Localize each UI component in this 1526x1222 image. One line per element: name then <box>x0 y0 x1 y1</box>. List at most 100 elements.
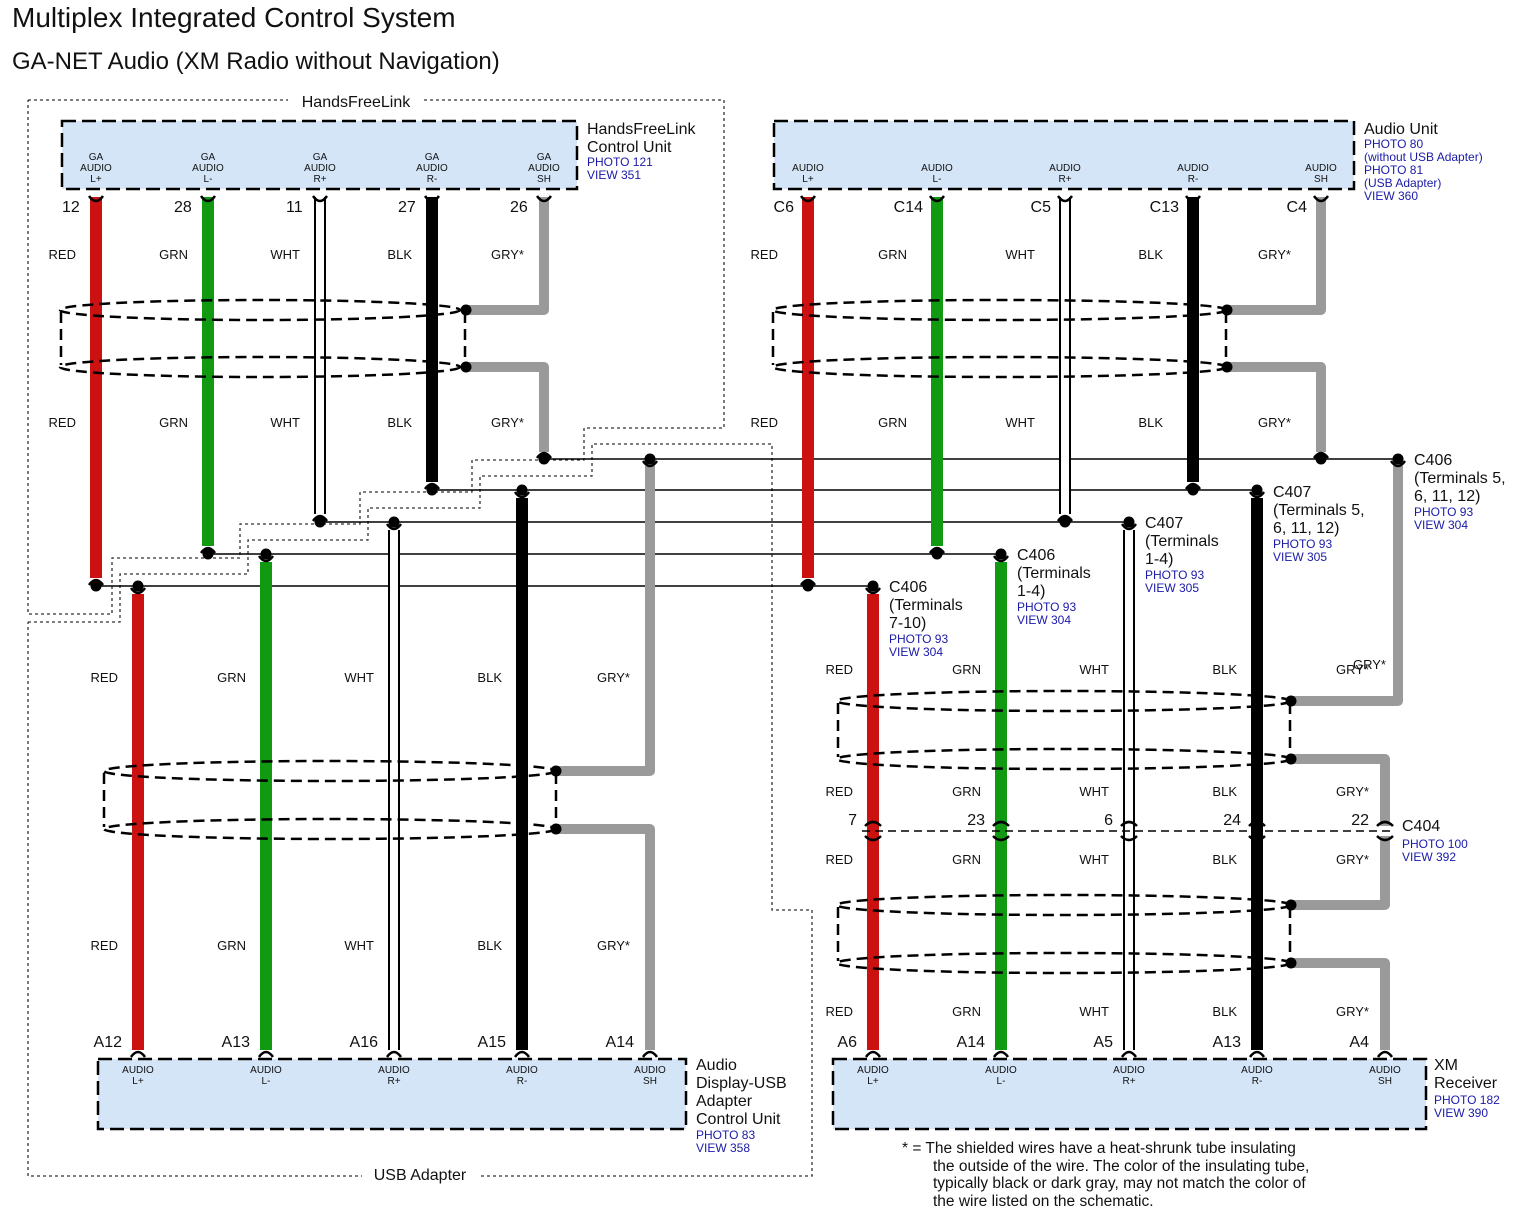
connector-name: (Terminals 5, <box>1273 502 1365 519</box>
wire-color-label: WHT <box>1079 1004 1109 1019</box>
component-name: Control Unit <box>696 1111 781 1128</box>
connector-terminal <box>1184 195 1202 203</box>
connector-terminal <box>1056 195 1074 203</box>
connector-terminal <box>311 195 329 203</box>
wire-color-label: GRY* <box>1258 247 1291 262</box>
wire-color-label: GRY* <box>1336 784 1369 799</box>
splice-point <box>1059 516 1071 528</box>
terminal-label: L- <box>933 174 942 185</box>
connector-reference: PHOTO 93 <box>1017 600 1076 614</box>
wire-gray-shield <box>1227 197 1326 315</box>
pin-number: 26 <box>510 199 528 216</box>
splice-point <box>1285 695 1297 707</box>
component-name: Adapter <box>696 1093 753 1110</box>
wire-color-label: GRN <box>878 415 907 430</box>
terminal-label: AUDIO <box>1049 163 1081 174</box>
connector-reference: VIEW 392 <box>1402 850 1456 864</box>
terminal-label: AUDIO <box>122 1065 154 1076</box>
label-gap <box>362 1166 478 1182</box>
terminal-label: AUDIO <box>1241 1065 1273 1076</box>
pin-number: A14 <box>606 1034 635 1051</box>
pin-number: 6 <box>1104 812 1113 829</box>
label-gap <box>288 93 424 107</box>
connector-terminal <box>535 195 553 203</box>
component-reference: VIEW 360 <box>1364 189 1418 203</box>
component-reference: PHOTO 83 <box>696 1128 755 1142</box>
connector-reference: PHOTO 93 <box>889 632 948 646</box>
component-reference: VIEW 358 <box>696 1141 750 1155</box>
connector-name: (Terminals <box>1017 565 1091 582</box>
splice-point <box>202 548 214 560</box>
connector-reference: PHOTO 93 <box>1273 537 1332 551</box>
connector-terminal <box>87 578 105 586</box>
connector-terminal <box>311 514 329 522</box>
group-label-handsfreelink: HandsFreeLink <box>302 94 412 111</box>
connector-name: C407 <box>1145 515 1183 532</box>
connector-terminal <box>641 1050 659 1058</box>
wire-color-label: BLK <box>477 938 502 953</box>
terminal-label: R+ <box>313 174 326 185</box>
handsfreelink-group-outline <box>27 99 725 615</box>
wire-gray-shield <box>1291 958 1390 1050</box>
wire-color-label: GRN <box>159 247 188 262</box>
pin-number: A14 <box>957 1034 986 1051</box>
pin-number: 23 <box>967 812 985 829</box>
wire-gray-shield <box>556 466 655 776</box>
splice-point <box>931 548 943 560</box>
splice-point <box>538 453 550 465</box>
connector-terminal <box>864 1050 882 1058</box>
connector-terminal <box>1120 820 1138 827</box>
wire-color-label: RED <box>826 852 853 867</box>
splice-point <box>802 580 814 592</box>
wire-color-label: WHT <box>1079 662 1109 677</box>
component-reference: PHOTO 80 <box>1364 137 1423 151</box>
connector-terminal <box>513 1050 531 1058</box>
splice-point <box>90 580 102 592</box>
splice-point <box>460 304 472 316</box>
wire-color-label: GRY* <box>491 415 524 430</box>
wire-color-label: BLK <box>387 415 412 430</box>
pin-number: 7 <box>848 812 857 829</box>
pin-number: 24 <box>1223 812 1241 829</box>
terminal-label: GA <box>313 152 328 163</box>
wire-color-label: RED <box>751 415 778 430</box>
connector-terminal <box>257 555 275 563</box>
wire-color-label: WHT <box>1005 247 1035 262</box>
splice-point <box>1251 484 1263 496</box>
connector-terminal <box>1184 482 1202 490</box>
connector-terminal <box>1248 835 1266 842</box>
connector-terminal <box>1376 1050 1394 1058</box>
connector-terminal <box>385 523 403 531</box>
wire-color-label: BLK <box>387 247 412 262</box>
terminal-label: L- <box>262 1076 271 1087</box>
handsfreelink-control-unit-box <box>60 119 579 191</box>
splice-point <box>1187 484 1199 496</box>
page-title: Multiplex Integrated Control System <box>12 2 456 33</box>
connector-name: 1-4) <box>1017 583 1045 600</box>
connector-name: 6, 11, 12) <box>1273 520 1339 537</box>
pin-number: A13 <box>1213 1034 1242 1051</box>
wire-color-label: GRN <box>952 662 981 677</box>
splice-point <box>1221 304 1233 316</box>
splice-point <box>314 516 326 528</box>
connector-terminal <box>1248 820 1266 827</box>
connector-terminal <box>129 1050 147 1058</box>
wire-color-label: RED <box>826 784 853 799</box>
connector-terminal <box>1120 1050 1138 1058</box>
component-name: HandsFreeLink <box>587 121 697 138</box>
footnote-line: typically black or dark gray, may not ma… <box>933 1175 1306 1192</box>
wire-color-label: BLK <box>477 670 502 685</box>
wire-color-label: GRY* <box>1336 852 1369 867</box>
connector-terminal <box>1376 835 1394 842</box>
connector-name: 1-4) <box>1145 551 1173 568</box>
wire-gray-shield <box>1291 466 1403 706</box>
wire-color-label: RED <box>826 662 853 677</box>
shield-loop <box>835 951 1293 975</box>
splice-point <box>1285 899 1297 911</box>
connector-terminal <box>864 587 882 595</box>
terminal-label: L+ <box>90 174 102 185</box>
terminal-label: AUDIO <box>250 1065 282 1076</box>
connector-terminal <box>992 555 1010 563</box>
shield-loop <box>771 355 1229 379</box>
wire-color-label: BLK <box>1212 662 1237 677</box>
